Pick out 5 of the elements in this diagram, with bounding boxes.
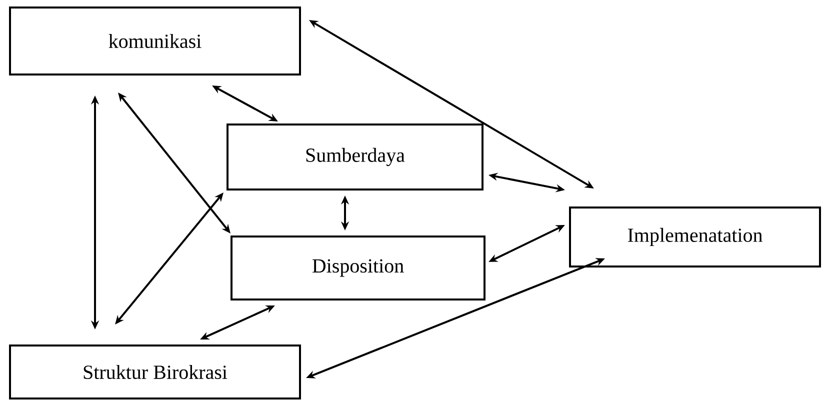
concept-box: Sumberdaya — [226, 124, 484, 190]
concept-box: Struktur Birokrasi — [9, 344, 301, 400]
concept-box: komunikasi — [9, 6, 301, 76]
concept-box: Disposition — [230, 236, 486, 300]
concept-box: Implemenatation — [569, 206, 821, 268]
